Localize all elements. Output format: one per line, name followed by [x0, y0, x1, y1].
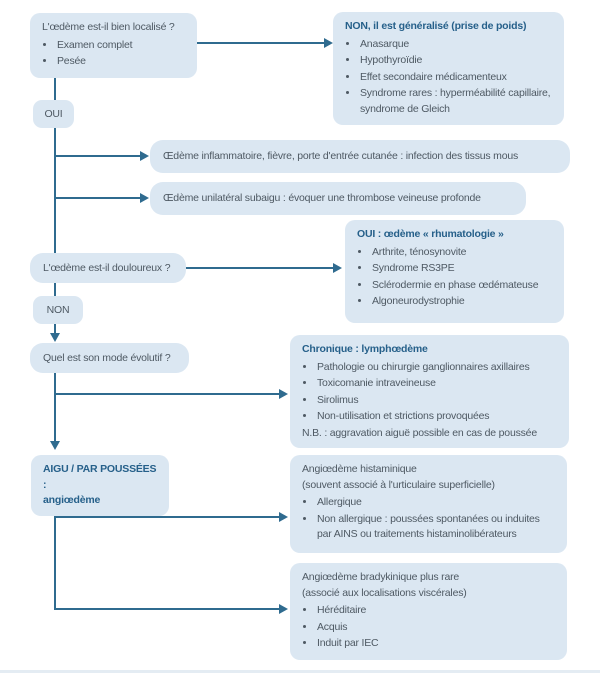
connector-to-inflammatoire: [55, 155, 142, 157]
node-note: N.B. : aggravation aiguë possible en cas…: [302, 426, 537, 439]
connector-main-vertical-3: [54, 503, 56, 610]
node-title-line2: (associé aux localisations viscérales): [302, 586, 467, 599]
node-bradykinique: Angiœdème bradykinique plus rare (associ…: [290, 563, 567, 660]
bottom-divider: [0, 670, 600, 673]
node-title: OUI : œdème « rhumatologie »: [357, 228, 504, 240]
bullet-list: Arthrite, ténosynovite Syndrome RS3PE Sc…: [357, 245, 552, 310]
node-title-line1: Angiœdème bradykinique plus rare: [302, 571, 460, 583]
list-item: Induit par IEC: [316, 636, 555, 652]
node-generalise: NON, il est généralisé (prise de poids) …: [333, 12, 564, 125]
label-text: NON: [46, 304, 70, 316]
list-item: Héréditaire: [316, 603, 555, 619]
bullet-list: Pathologie ou chirurgie ganglionnaires a…: [302, 360, 557, 425]
node-histaminique: Angiœdème histaminique (souvent associé …: [290, 455, 567, 553]
arrowhead-down-icon: [50, 441, 60, 450]
connector-douloureux-to-rhumatologie: [185, 267, 335, 269]
bullet-list: Anasarque Hypothyroïdie Effet secondaire…: [345, 37, 552, 118]
connector-to-chronique: [55, 393, 282, 395]
node-title-line2: (souvent associé à l'urticulaire superfi…: [302, 478, 495, 491]
connector-to-histaminique: [55, 516, 282, 518]
bullet-list: Héréditaire Acquis Induit par IEC: [302, 603, 555, 652]
node-chronique: Chronique : lymphœdème Pathologie ou chi…: [290, 335, 569, 448]
node-text: Œdème inflammatoire, fièvre, porte d'ent…: [163, 150, 519, 162]
connector-non-to-evolutif: [54, 323, 56, 335]
list-item: Syndrome rares : hyperméabilité capillai…: [359, 86, 552, 117]
arrowhead-right-icon: [333, 263, 342, 273]
node-question-evolutif: Quel est son mode évolutif ?: [30, 343, 189, 373]
bullet-list: Allergique Non allergique : poussées spo…: [302, 495, 555, 543]
connector-to-bradykinique: [55, 608, 282, 610]
connector-douloureux-to-non: [54, 283, 56, 296]
node-title: NON, il est généralisé (prise de poids): [345, 20, 527, 32]
list-item: Toxicomanie intraveineuse: [316, 376, 557, 392]
list-item: Hypothyroïdie: [359, 53, 552, 69]
connector-to-unilateral: [55, 197, 142, 199]
node-inflammatoire: Œdème inflammatoire, fièvre, porte d'ent…: [150, 140, 570, 173]
arrowhead-down-icon: [50, 333, 60, 342]
question-text: L'œdème est-il douloureux ?: [43, 261, 171, 274]
list-item: Sirolimus: [316, 393, 557, 409]
arrowhead-right-icon: [279, 512, 288, 522]
list-item: Effet secondaire médicamenteux: [359, 70, 552, 86]
arrowhead-right-icon: [140, 151, 149, 161]
list-item: Algoneurodystrophie: [371, 294, 552, 310]
list-item: Anasarque: [359, 37, 552, 53]
node-title-line1: AIGU / PAR POUSSÉES :: [43, 463, 157, 491]
list-item: Pathologie ou chirurgie ganglionnaires a…: [316, 360, 557, 376]
question-text: L'œdème est-il bien localisé ?: [42, 21, 175, 33]
node-aigu-angioedeme: AIGU / PAR POUSSÉES : angiœdème: [31, 455, 169, 516]
list-item: Syndrome RS3PE: [371, 261, 552, 277]
list-item: Acquis: [316, 620, 555, 636]
node-title-line1: Angiœdème histaminique: [302, 463, 417, 475]
label-oui: OUI: [33, 100, 74, 128]
node-title-line2: angiœdème: [43, 494, 101, 506]
question-text: Quel est son mode évolutif ?: [43, 351, 171, 364]
list-item: Arthrite, ténosynovite: [371, 245, 552, 261]
arrowhead-right-icon: [140, 193, 149, 203]
node-text: Œdème unilatéral subaigu : évoquer une t…: [163, 192, 481, 204]
label-non: NON: [33, 296, 83, 324]
list-item: Non allergique : poussées spontanées ou …: [316, 512, 555, 543]
node-question-localise: L'œdème est-il bien localisé ? Examen co…: [30, 13, 197, 78]
list-item: Pesée: [56, 54, 185, 70]
node-question-douloureux: L'œdème est-il douloureux ?: [30, 253, 186, 283]
list-item: Examen complet: [56, 38, 185, 54]
arrowhead-right-icon: [279, 389, 288, 399]
connector-main-vertical-1: [54, 77, 56, 253]
node-rhumatologie: OUI : œdème « rhumatologie » Arthrite, t…: [345, 220, 564, 323]
arrowhead-right-icon: [279, 604, 288, 614]
connector-main-vertical-2: [54, 373, 56, 443]
connector-localise-to-generalise: [197, 42, 326, 44]
list-item: Allergique: [316, 495, 555, 511]
label-text: OUI: [44, 108, 63, 120]
bullet-list: Examen complet Pesée: [42, 38, 185, 70]
list-item: Sclérodermie en phase œdémateuse: [371, 278, 552, 294]
node-unilateral: Œdème unilatéral subaigu : évoquer une t…: [150, 182, 526, 215]
list-item: Non-utilisation et strictions provoquées: [316, 409, 557, 425]
arrowhead-right-icon: [324, 38, 333, 48]
node-title: Chronique : lymphœdème: [302, 343, 428, 355]
